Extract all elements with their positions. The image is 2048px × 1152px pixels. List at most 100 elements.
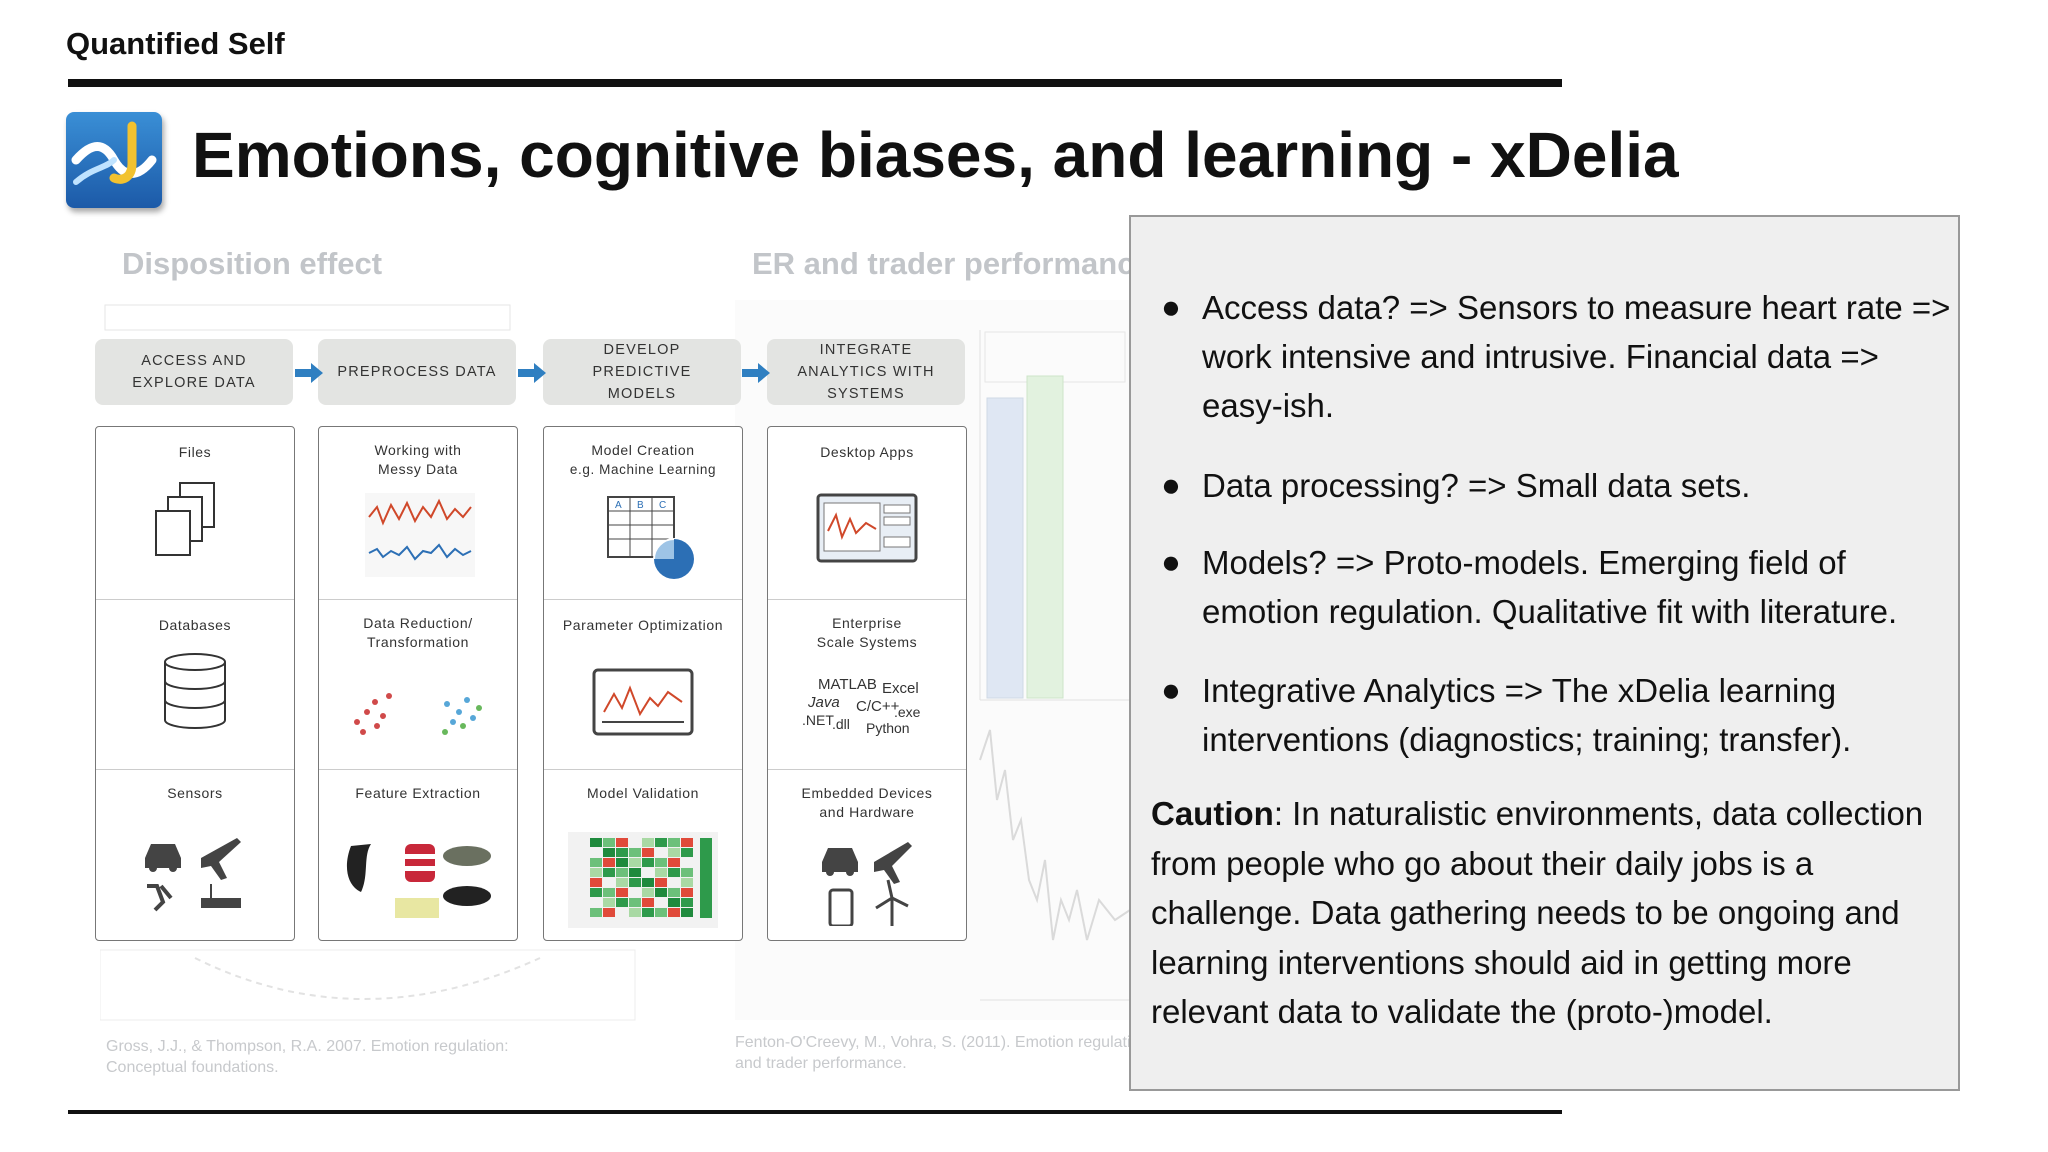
pipeline-column-access: Files Databases Sensors — [95, 426, 295, 941]
matrix-cell — [590, 848, 602, 857]
cell-databases: Databases — [96, 599, 294, 770]
cell-enterprise: Enterprise Scale Systems MATLAB Excel Ja… — [768, 599, 966, 770]
matrix-cell — [616, 868, 628, 877]
lang-exe: .exe — [894, 704, 921, 720]
matrix-cell — [590, 838, 602, 847]
matrix-cell — [655, 838, 667, 847]
matrix-cell — [629, 878, 641, 887]
matrix-cell — [590, 908, 602, 917]
cell-label-messy-data: Working with Messy Data — [374, 442, 462, 477]
bullet-dot: ● — [1161, 543, 1181, 580]
lang-matlab: MATLAB — [818, 676, 877, 693]
matrix-cell — [655, 848, 667, 857]
er-heading: ER and trader performance — [752, 246, 1132, 281]
matrix-cell — [668, 908, 680, 917]
faded-disposition-diagram — [100, 304, 636, 1021]
matrix-cell — [642, 878, 654, 887]
caution-paragraph: Caution: In naturalistic environments, d… — [1151, 789, 1951, 1037]
pipeline-arrow-icon — [295, 363, 323, 383]
matrix-cell — [642, 848, 654, 857]
matrix-cell — [603, 888, 615, 897]
matrix-cell — [681, 908, 693, 917]
pipeline-header-preprocess: PREPROCESS DATA — [318, 339, 516, 405]
matrix-cell — [590, 888, 602, 897]
spreadsheet-chart-icon: A B C — [607, 496, 695, 580]
matrix-cell — [668, 868, 680, 877]
cell-label-desktop-apps: Desktop Apps — [820, 444, 914, 460]
matrix-cell — [668, 898, 680, 907]
bullet-dot: ● — [1161, 288, 1181, 325]
bottom-rule — [68, 1110, 1562, 1114]
matrix-cell — [681, 878, 693, 887]
cell-label-parameter-optimization: Parameter Optimization — [562, 617, 724, 633]
matrix-cell — [655, 888, 667, 897]
pipeline-header-integrate: INTEGRATE ANALYTICS WITH SYSTEMS — [767, 339, 965, 405]
pipeline-header-develop: DEVELOP PREDICTIVE MODELS — [543, 339, 741, 405]
matrix-cell — [603, 908, 615, 917]
matrix-cell — [655, 908, 667, 917]
matrix-cell — [616, 848, 628, 857]
lang-cpp: C/C++ — [856, 698, 900, 715]
cell-label-model-creation: Model Creation — [591, 442, 695, 458]
cell-sublabel-ml: e.g. Machine Learning — [569, 462, 717, 477]
monitor-chart-icon — [592, 668, 694, 736]
matrix-cell — [603, 858, 615, 867]
bullet-dot: ● — [1161, 671, 1181, 708]
table-letter-b: B — [637, 500, 644, 511]
confusion-matrix-icon — [568, 832, 718, 928]
bullet-integrative-analytics: Integrative Analytics => The xDelia lear… — [1202, 672, 1852, 758]
reference-gross: Gross, J.J., & Thompson, R.A. 2007. Emot… — [106, 1038, 509, 1076]
matrix-cell — [642, 858, 654, 867]
matrix-cell — [603, 878, 615, 887]
cell-label-model-validation: Model Validation — [586, 785, 700, 801]
bullet-data-processing: Data processing? => Small data sets. — [1202, 467, 1751, 504]
matrix-cell — [668, 858, 680, 867]
lang-excel: Excel — [882, 680, 919, 697]
matrix-cell — [655, 858, 667, 867]
lang-net: .NET — [802, 712, 834, 728]
matrix-cell — [590, 868, 602, 877]
pipeline-header-access: ACCESS AND EXPLORE DATA — [95, 339, 293, 405]
pipeline-column-preprocess: Working with Messy Data Data Reduction/ … — [318, 426, 518, 941]
matrix-cell — [590, 878, 602, 887]
cell-data-reduction: Data Reduction/ Transformation — [319, 599, 517, 770]
sensors-icon — [145, 838, 241, 912]
matrix-cell — [642, 868, 654, 877]
scatter-cluster-icon — [354, 693, 482, 735]
matrix-cell — [681, 858, 693, 867]
matrix-cell — [616, 908, 628, 917]
cell-parameter-optimization: Parameter Optimization — [544, 599, 742, 770]
lang-python: Python — [866, 720, 910, 736]
matrix-cell — [616, 838, 628, 847]
matrix-cell — [603, 898, 615, 907]
matrix-cell — [642, 908, 654, 917]
matrix-cell — [629, 868, 641, 877]
matrix-cell — [668, 878, 680, 887]
database-icon — [164, 653, 226, 729]
pipeline-column-integrate: Desktop Apps Enterprise Scale Systems MA… — [767, 426, 967, 941]
pipeline-column-develop: Model Creation e.g. Machine Learning A B… — [543, 426, 743, 941]
caution-text: : In naturalistic environments, data col… — [1151, 795, 1924, 1030]
matrix-cell — [681, 898, 693, 907]
matrix-cell — [629, 848, 641, 857]
bullet-models: Models? => Proto-models. Emerging field … — [1202, 544, 1898, 630]
cell-label-sensors: Sensors — [167, 785, 223, 801]
cell-label-enterprise: Enterprise Scale Systems — [816, 615, 918, 650]
matrix-cell — [681, 848, 693, 857]
cell-label-files: Files — [178, 444, 212, 460]
languages-cloud: MATLAB Excel Java C/C++ .exe .NET .dll P… — [798, 676, 938, 746]
bullet-access-data: Access data? => Sensors to measure heart… — [1202, 289, 1951, 424]
matrix-cell — [655, 868, 667, 877]
matrix-cell — [629, 908, 641, 917]
cell-feature-extraction: Feature Extraction — [319, 769, 517, 940]
cell-label-data-reduction: Data Reduction/ Transformation — [363, 615, 473, 650]
matrix-cell — [616, 878, 628, 887]
matrix-cell — [681, 888, 693, 897]
matrix-cell — [629, 858, 641, 867]
cell-embedded: Embedded Devices and Hardware — [768, 769, 966, 940]
matrix-cell — [629, 888, 641, 897]
matrix-cell — [603, 838, 615, 847]
caution-label: Caution — [1151, 795, 1274, 832]
matrix-cell — [642, 898, 654, 907]
signal-plot-icon — [365, 493, 475, 577]
